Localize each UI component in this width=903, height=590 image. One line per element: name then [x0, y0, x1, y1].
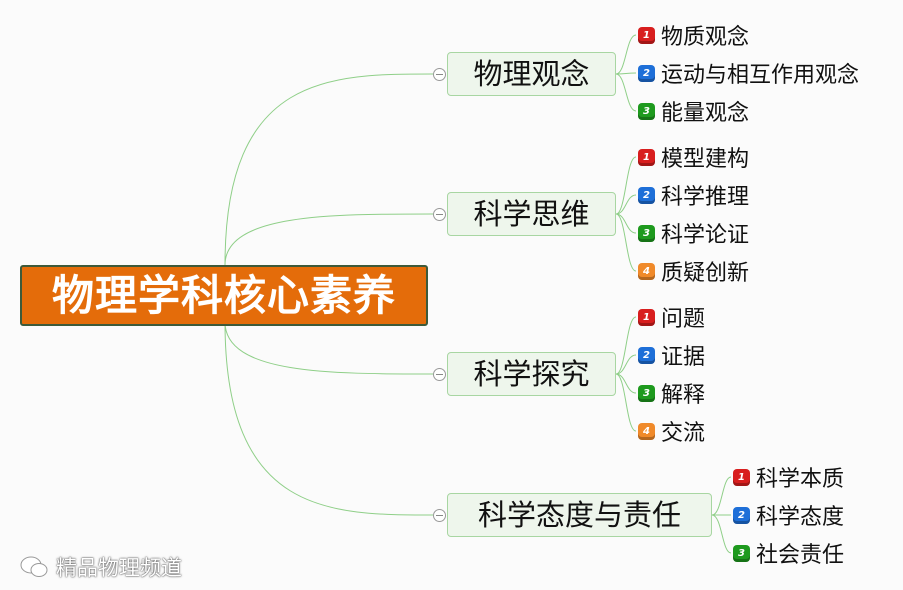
collapse-toggle[interactable]	[433, 368, 446, 381]
leaf-connector	[615, 316, 637, 375]
leaf-label: 能量观念	[661, 101, 750, 126]
priority-1-icon: 1	[638, 308, 655, 326]
leaf-node[interactable]: 3 科学论证	[638, 218, 749, 248]
leaf-connector	[711, 476, 732, 516]
leaf-node[interactable]: 2 科学态度	[733, 500, 844, 530]
leaf-node[interactable]: 2 运动与相互作用观念	[638, 58, 859, 88]
leaf-connector	[615, 34, 637, 75]
leaf-node[interactable]: 2 证据	[638, 340, 705, 370]
leaf-label: 科学推理	[661, 185, 750, 210]
collapse-toggle[interactable]	[433, 68, 446, 81]
leaf-label: 运动与相互作用观念	[661, 63, 860, 88]
root-connector	[224, 321, 434, 516]
priority-3-icon: 3	[733, 544, 750, 562]
leaf-label: 科学本质	[756, 467, 845, 492]
leaf-node[interactable]: 1 问题	[638, 302, 705, 332]
priority-2-icon: 2	[638, 186, 655, 204]
root-connector	[224, 213, 434, 266]
leaf-node[interactable]: 4 交流	[638, 416, 705, 446]
leaf-label: 物质观念	[661, 25, 750, 50]
leaf-node[interactable]: 1 模型建构	[638, 142, 749, 172]
leaf-node[interactable]: 4 质疑创新	[638, 256, 749, 286]
leaf-connector	[615, 194, 637, 215]
leaf-label: 社会责任	[756, 543, 845, 568]
root-connector	[224, 321, 434, 375]
priority-4-icon: 4	[638, 422, 655, 440]
priority-3-icon: 3	[638, 384, 655, 402]
watermark: 精品物理频道	[20, 552, 182, 582]
priority-2-icon: 2	[638, 64, 655, 82]
priority-1-icon: 1	[638, 26, 655, 44]
branch-node[interactable]: 科学探究	[447, 352, 616, 396]
leaf-label: 科学态度	[756, 505, 845, 530]
leaf-node[interactable]: 3 社会责任	[733, 538, 844, 568]
leaf-connector	[615, 373, 637, 432]
priority-3-icon: 3	[638, 102, 655, 120]
root-node[interactable]: 物理学科核心素养	[20, 265, 428, 326]
leaf-label: 科学论证	[661, 223, 750, 248]
priority-3-icon: 3	[638, 224, 655, 242]
leaf-node[interactable]: 2 科学推理	[638, 180, 749, 210]
leaf-label: 模型建构	[661, 147, 750, 172]
leaf-connector	[615, 72, 637, 75]
leaf-node[interactable]: 3 能量观念	[638, 96, 749, 126]
priority-2-icon: 2	[733, 506, 750, 524]
watermark-text: 精品物理频道	[56, 556, 182, 580]
leaf-connector	[615, 73, 637, 112]
branch-node[interactable]: 科学思维	[447, 192, 616, 236]
branch-node[interactable]: 科学态度与责任	[447, 493, 712, 537]
leaf-node[interactable]: 1 物质观念	[638, 20, 749, 50]
leaf-connector	[615, 156, 637, 215]
priority-2-icon: 2	[638, 346, 655, 364]
priority-1-icon: 1	[733, 468, 750, 486]
leaf-label: 证据	[661, 345, 706, 370]
root-connector	[224, 73, 434, 266]
wechat-icon	[20, 556, 48, 578]
leaf-node[interactable]: 3 解释	[638, 378, 705, 408]
priority-1-icon: 1	[638, 148, 655, 166]
leaf-label: 质疑创新	[661, 261, 750, 286]
leaf-label: 解释	[661, 383, 706, 408]
leaf-node[interactable]: 1 科学本质	[733, 462, 844, 492]
leaf-connector	[615, 354, 637, 375]
leaf-label: 交流	[661, 421, 706, 446]
collapse-toggle[interactable]	[433, 509, 446, 522]
collapse-toggle[interactable]	[433, 208, 446, 221]
leaf-connector	[615, 213, 637, 272]
branch-node[interactable]: 物理观念	[447, 52, 616, 96]
leaf-connector	[711, 514, 732, 554]
priority-4-icon: 4	[638, 262, 655, 280]
leaf-label: 问题	[661, 307, 706, 332]
